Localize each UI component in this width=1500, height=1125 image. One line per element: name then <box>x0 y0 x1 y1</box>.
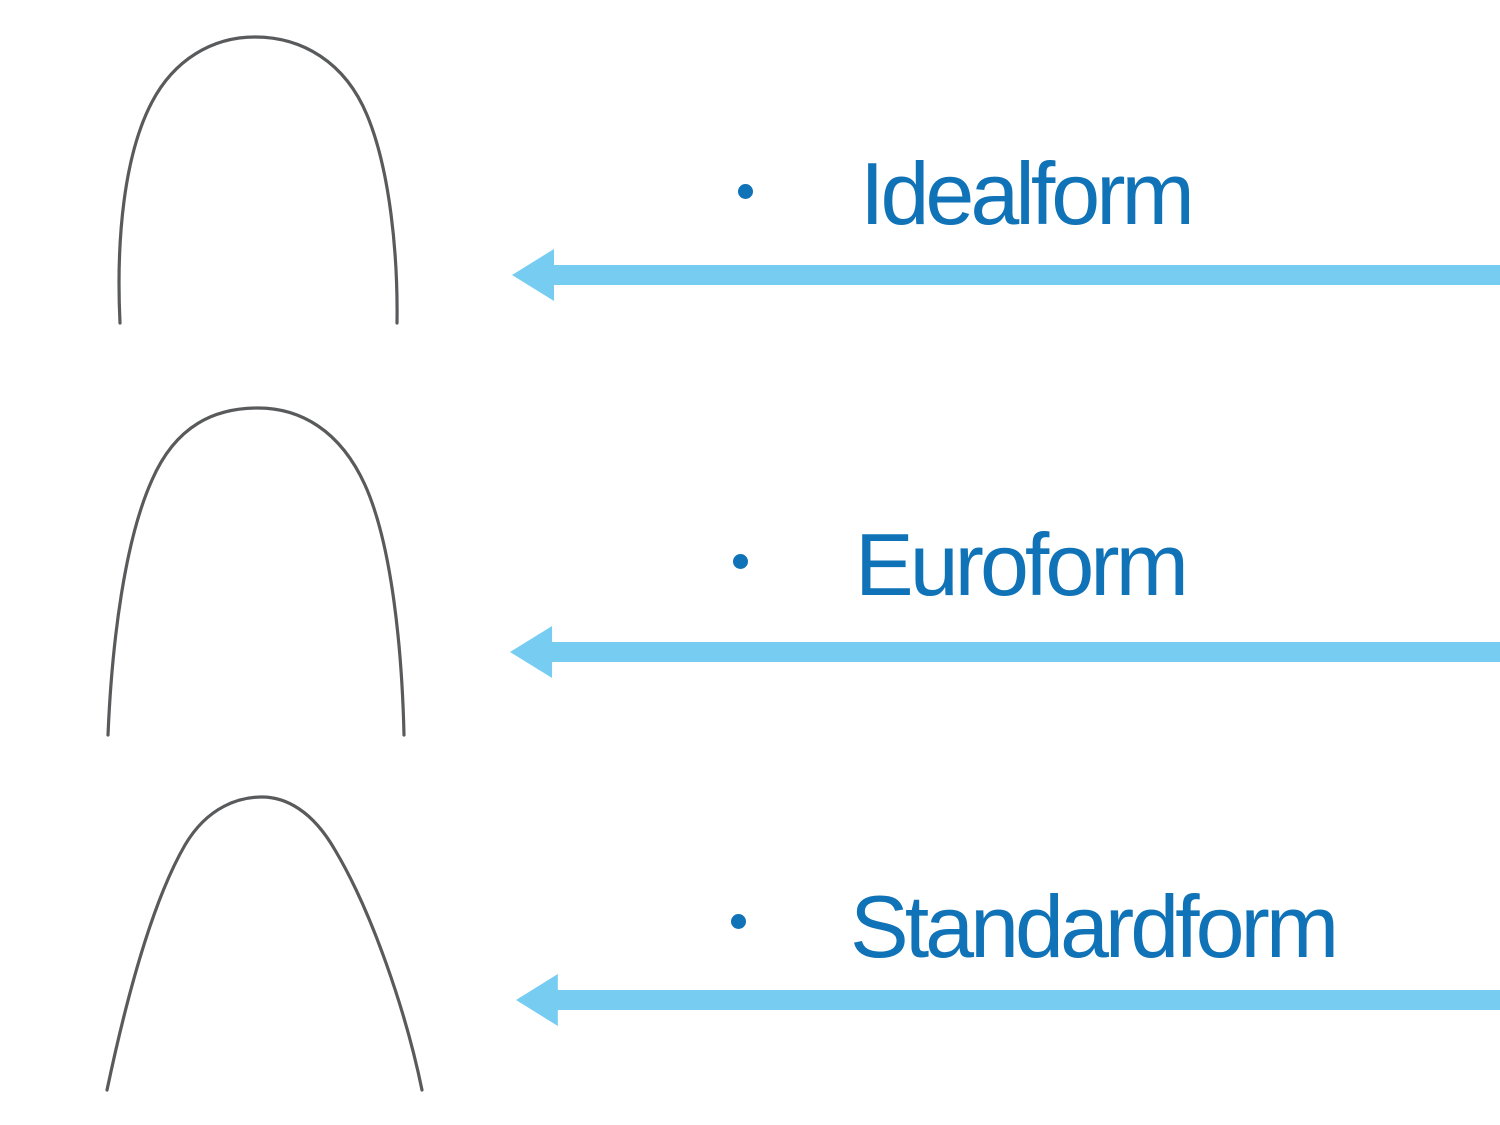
left-arrow-icon <box>516 974 1500 1026</box>
left-arrow-icon <box>512 249 1500 301</box>
standardform-archwire-image <box>105 795 424 1092</box>
left-arrow-icon <box>510 626 1500 678</box>
bullet-icon <box>733 554 748 569</box>
bullet-icon <box>731 914 746 929</box>
label-idealform: Idealform <box>860 144 1195 243</box>
label-euroform: Euroform <box>855 515 1189 614</box>
label-standardform: Standardform <box>850 877 1339 976</box>
euroform-archwire-image <box>106 406 406 737</box>
bullet-icon <box>738 184 753 199</box>
idealform-archwire-image <box>117 35 399 325</box>
